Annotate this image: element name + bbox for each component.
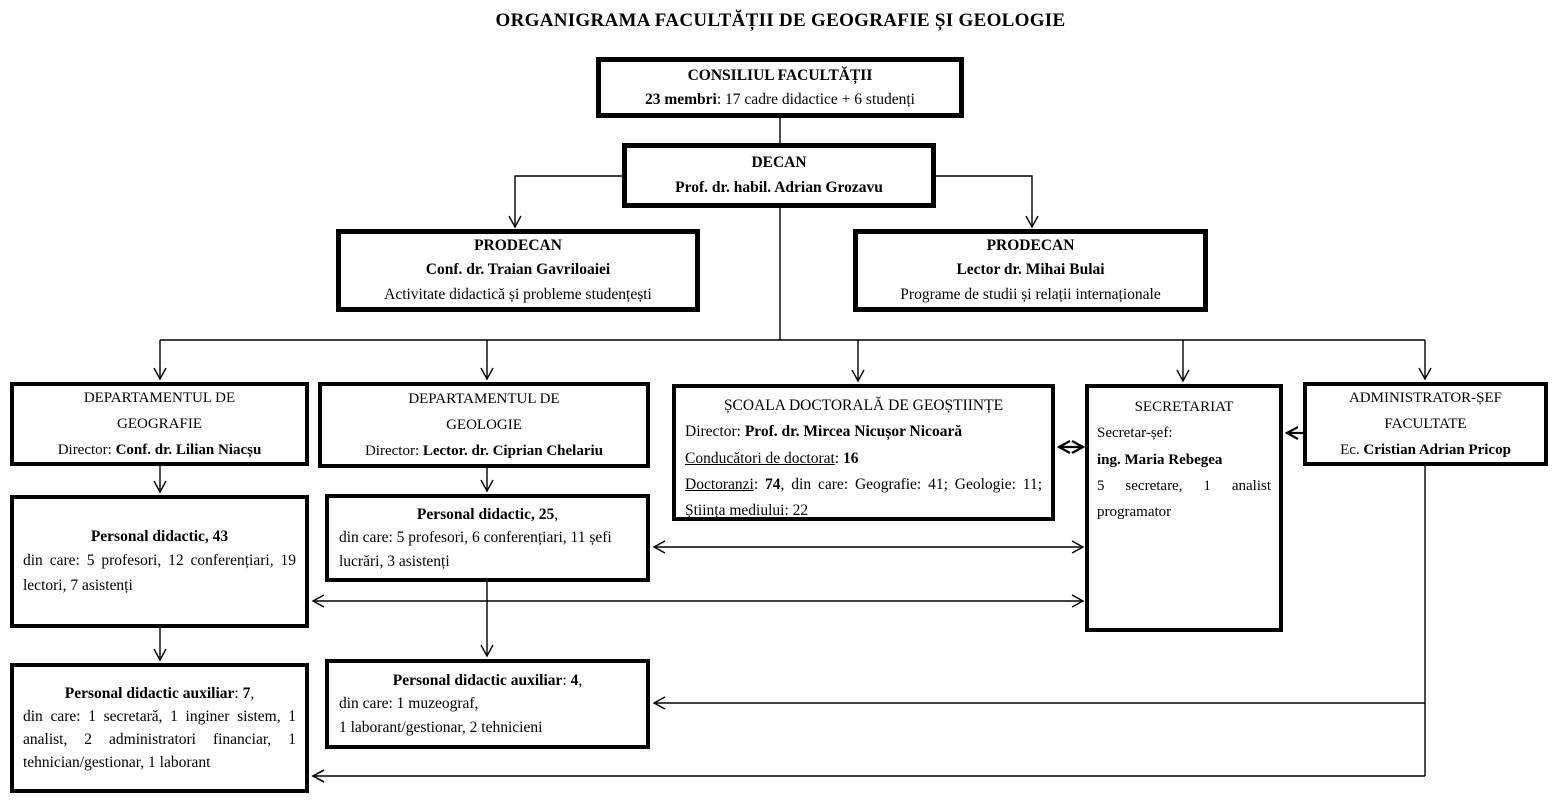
arrowhead-aux7 <box>153 648 167 662</box>
arrowhead-personal43 <box>153 480 167 494</box>
dept-geografie-name2: GEOGRAFIE <box>117 415 202 432</box>
aux4-detail2: 1 laborant/gestionar, 2 tehnicieni <box>339 718 543 736</box>
arrowhead-personal25 <box>480 479 494 493</box>
scoala-doctoranzi: Doctoranzi: 74, din care: Geografie: 41;… <box>685 476 1043 520</box>
arrowhead-prodecan-left <box>508 215 522 229</box>
arrowhead-aux4-left <box>652 696 666 710</box>
scoala-director: Director: Prof. dr. Mircea Nicușor Nicoa… <box>685 423 963 441</box>
secretariat-staff: 5 secretare, 1 analist programator <box>1097 477 1271 520</box>
arrowhead-administrator <box>1418 367 1432 381</box>
arrowhead-scoala <box>851 369 865 383</box>
scoala-name: ȘCOALA DOCTORALĂ DE GEOȘTIINȚE <box>723 397 1004 414</box>
aux7-detail: din care: 1 secretară, 1 inginer sistem,… <box>23 707 296 772</box>
arrowhead-prodecan-right <box>1025 215 1039 229</box>
personal-didactic-geologie-box: Personal didactic, 25, din care: 5 profe… <box>325 494 650 582</box>
secretariat-name: SECRETARIAT <box>1134 399 1234 415</box>
prodecan-didactic-box: PRODECAN Conf. dr. Traian Gavriloaiei Ac… <box>336 229 700 312</box>
decan-role: DECAN <box>751 153 807 171</box>
administrator-name2: FACULTATE <box>1384 415 1467 432</box>
arrowhead-secretariat <box>1176 369 1190 383</box>
arrowhead-aux4 <box>480 644 494 658</box>
secretariat-box: SECRETARIAT Secretar-șef: ing. Maria Reb… <box>1085 384 1283 632</box>
secretariat-chief-label: Secretar-șef: <box>1097 425 1173 442</box>
arrowhead-secretariat-433 <box>1284 426 1299 440</box>
consiliul-facultatii-box: CONSILIUL FACULTĂȚII 23 membri: 17 cadre… <box>596 57 964 118</box>
consiliul-members: 23 membri: 17 cadre didactice + 6 studen… <box>644 90 915 108</box>
prodecan-right-role: PRODECAN <box>986 237 1075 255</box>
prodecan-left-role: PRODECAN <box>474 237 562 255</box>
dept-geologie-director: Director: Lector. dr. Ciprian Chelariu <box>364 443 604 460</box>
scoala-conducatori: Conducători de doctorat: 16 <box>685 449 859 467</box>
dept-geografie-director: Director: Conf. dr. Lilian Niacșu <box>57 442 262 459</box>
personal-auxiliar-geografie-box: Personal didactic auxiliar: 7, din care:… <box>10 663 309 793</box>
prodecan-programe-box: PRODECAN Lector dr. Mihai Bulai Programe… <box>853 229 1208 312</box>
arrowhead-personal25-left <box>652 540 666 554</box>
administrator-sef-box: ADMINISTRATOR-ȘEF FACULTATE Ec. Cristian… <box>1303 382 1548 466</box>
prodecan-left-person: Conf. dr. Traian Gavriloaiei <box>425 261 611 279</box>
line-decan-prodecan-left <box>514 175 622 227</box>
dept-geologie-box: DEPARTAMENTUL DE GEOLOGIE Director: Lect… <box>318 382 650 468</box>
arrowhead-secretariat-601 <box>1071 594 1085 608</box>
decan-person: Prof. dr. habil. Adrian Grozavu <box>675 178 883 196</box>
aux4-detail1: din care: 1 muzeograf, <box>339 695 479 713</box>
dept-geografie-box: DEPARTAMENTUL DE GEOGRAFIE Director: Con… <box>10 382 309 466</box>
personal-auxiliar-geologie-box: Personal didactic auxiliar: 4, din care:… <box>325 659 650 749</box>
dept-geologie-name1: DEPARTAMENTUL DE <box>408 390 560 407</box>
consiliul-name: CONSILIUL FACULTĂȚII <box>687 67 873 85</box>
personal43-detail: din care: 5 profesori, 12 conferențiari,… <box>23 552 296 594</box>
dept-geografie-name1: DEPARTAMENTUL DE <box>83 389 236 406</box>
scoala-doctorala-box: ȘCOALA DOCTORALĂ DE GEOȘTIINȚE Director:… <box>672 384 1055 521</box>
arrowhead-personal43-left <box>311 594 325 608</box>
page-title: ORGANIGRAMA FACULTĂȚII DE GEOGRAFIE ȘI G… <box>495 10 1066 31</box>
dept-geologie-name2: GEOLOGIE <box>446 416 522 433</box>
secretariat-chief: ing. Maria Rebegea <box>1097 451 1223 468</box>
personal-didactic-geografie-box: Personal didactic, 43 din care: 5 profes… <box>10 495 309 628</box>
arrowhead-secretariat-547 <box>1071 540 1085 554</box>
decan-box: DECAN Prof. dr. habil. Adrian Grozavu <box>622 143 936 208</box>
arrowhead-secretariat-right447 <box>1071 440 1086 454</box>
aux7-heading: Personal didactic auxiliar: 7, <box>64 684 255 702</box>
line-decan-prodecan-right <box>936 175 1033 227</box>
prodecan-right-scope: Programe de studii și relații internațio… <box>900 285 1161 303</box>
arrowhead-scoala-left <box>1056 440 1071 454</box>
prodecan-left-scope: Activitate didactică și probleme studenț… <box>384 285 652 303</box>
personal43-heading: Personal didactic, 43 <box>90 528 229 546</box>
personal25-heading: Personal didactic, 25, <box>416 506 559 524</box>
arrowhead-dept-geologie <box>480 367 494 381</box>
administrator-person: Ec. Cristian Adrian Pricop <box>1340 442 1511 459</box>
aux4-heading: Personal didactic auxiliar: 4, <box>392 672 583 690</box>
arrowhead-aux7-left <box>311 769 325 783</box>
arrowhead-dept-geografie <box>153 367 167 381</box>
prodecan-right-person: Lector dr. Mihai Bulai <box>956 261 1105 279</box>
administrator-name1: ADMINISTRATOR-ȘEF <box>1348 389 1503 406</box>
personal25-detail: din care: 5 profesori, 6 conferențiari, … <box>339 529 612 570</box>
